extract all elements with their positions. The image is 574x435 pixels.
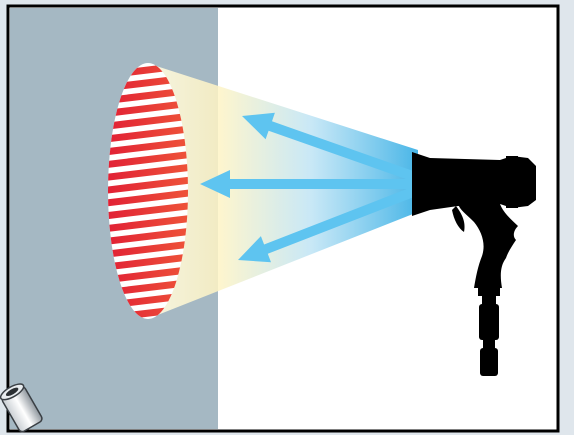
pattern-stripe	[108, 188, 188, 208]
handheld-scanner-icon	[412, 152, 536, 376]
scanner-beam	[150, 64, 418, 318]
cylinder-fitting-icon	[0, 383, 43, 433]
pattern-stripe	[108, 213, 188, 233]
pattern-stripe	[108, 111, 188, 131]
pattern-stripe	[108, 175, 188, 195]
pattern-stripe	[108, 277, 188, 297]
pattern-stripe	[108, 201, 188, 221]
pattern-stripe	[108, 226, 188, 246]
pattern-stripe	[108, 137, 188, 157]
arrow-group	[200, 112, 420, 263]
pattern-stripe	[108, 98, 188, 118]
pattern-stripe	[108, 162, 188, 182]
pattern-stripe	[108, 265, 188, 285]
pattern-stripe	[108, 149, 188, 169]
direction-arrow	[200, 170, 418, 198]
pattern-stripe	[108, 239, 188, 259]
direction-arrow	[238, 185, 420, 263]
pattern-stripe	[108, 124, 188, 144]
pattern-stripe	[108, 252, 188, 272]
direction-arrow	[242, 112, 420, 183]
